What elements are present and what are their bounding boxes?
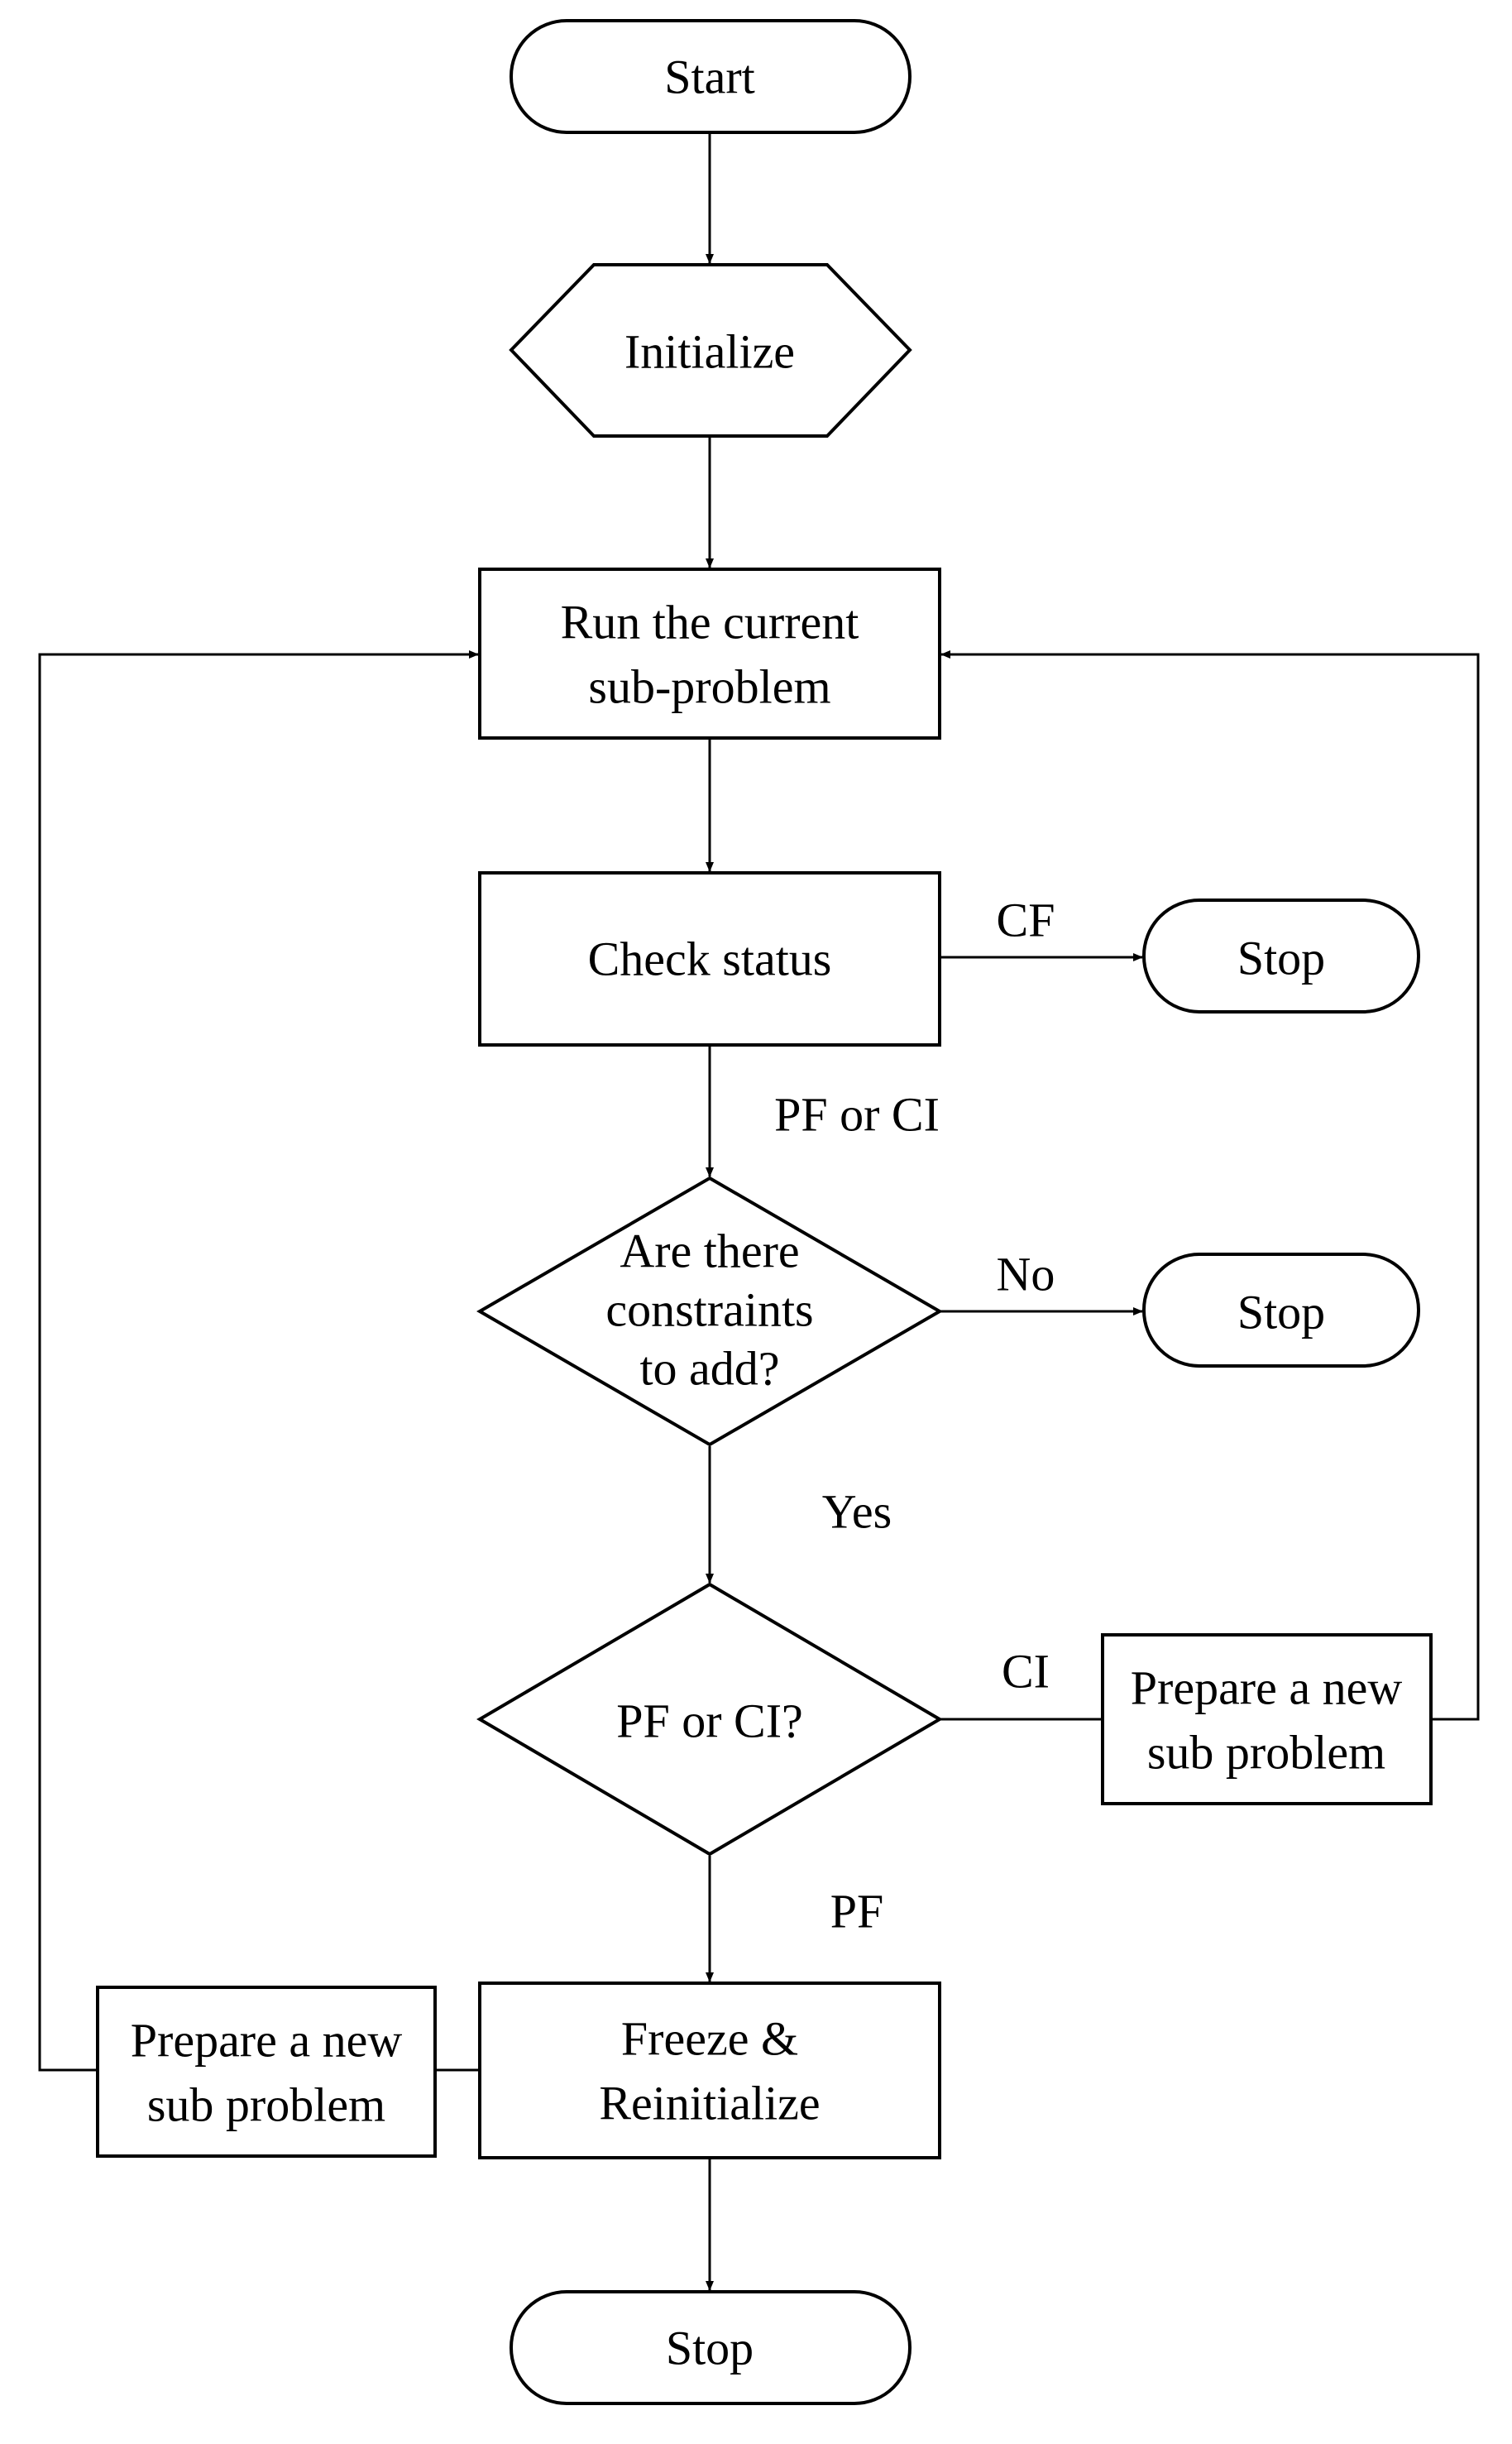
edge-label-pf: PF [830, 1885, 884, 1938]
edge-label-yes: Yes [822, 1485, 892, 1539]
prepare-left-line2: sub problem [147, 2078, 385, 2132]
constraints-label-line3: to add? [639, 1342, 779, 1396]
prepare-right-line1: Prepare a new [1131, 1661, 1403, 1715]
freeze-line2: Reinitialize [599, 2077, 820, 2130]
stop-cf-label: Stop [1237, 932, 1325, 985]
initialize-node: Initialize [509, 263, 912, 438]
constraints-label-line2: constraints [605, 1283, 813, 1337]
run-label-line1: Run the current [561, 596, 859, 649]
start-terminal: Start [510, 19, 912, 134]
check-status-node: Check status [478, 871, 941, 1047]
constraints-label-line1: Are there [620, 1224, 799, 1278]
prepare-left-line1: Prepare a new [131, 2014, 403, 2068]
edge-label-ci: CI [1002, 1645, 1050, 1699]
run-label-line2: sub-problem [588, 660, 830, 714]
pf-ci-decision: PF or CI? [476, 1582, 943, 1857]
prepare-left-node: Prepare a new sub problem [96, 1986, 437, 2158]
edge-label-pf-or-ci: PF or CI [774, 1088, 940, 1142]
check-status-label: Check status [588, 932, 832, 986]
stop-no-terminal: Stop [1142, 1253, 1420, 1368]
freeze-node: Freeze & Reinitialize [478, 1982, 941, 2159]
edge-label-no: No [997, 1248, 1055, 1301]
stop-cf-terminal: Stop [1142, 899, 1420, 1014]
constraints-decision: Are there constraints to add? [476, 1176, 943, 1447]
stop-no-label: Stop [1237, 1286, 1325, 1339]
run-subproblem-node: Run the current sub-problem [478, 568, 941, 740]
prepare-right-node: Prepare a new sub problem [1101, 1633, 1433, 1805]
stop-end-terminal: Stop [510, 2290, 912, 2405]
edge-prepare-right-loop-to-run [940, 650, 1480, 1721]
prepare-right-line2: sub problem [1147, 1726, 1385, 1780]
edge-label-cf: CF [997, 894, 1055, 947]
start-label: Start [664, 50, 755, 104]
freeze-line1: Freeze & [621, 2012, 798, 2066]
initialize-label: Initialize [624, 325, 795, 379]
edge-prepare-left-loop-to-run [38, 650, 479, 2072]
pf-ci-label: PF or CI? [616, 1694, 803, 1748]
stop-end-label: Stop [666, 2322, 754, 2375]
